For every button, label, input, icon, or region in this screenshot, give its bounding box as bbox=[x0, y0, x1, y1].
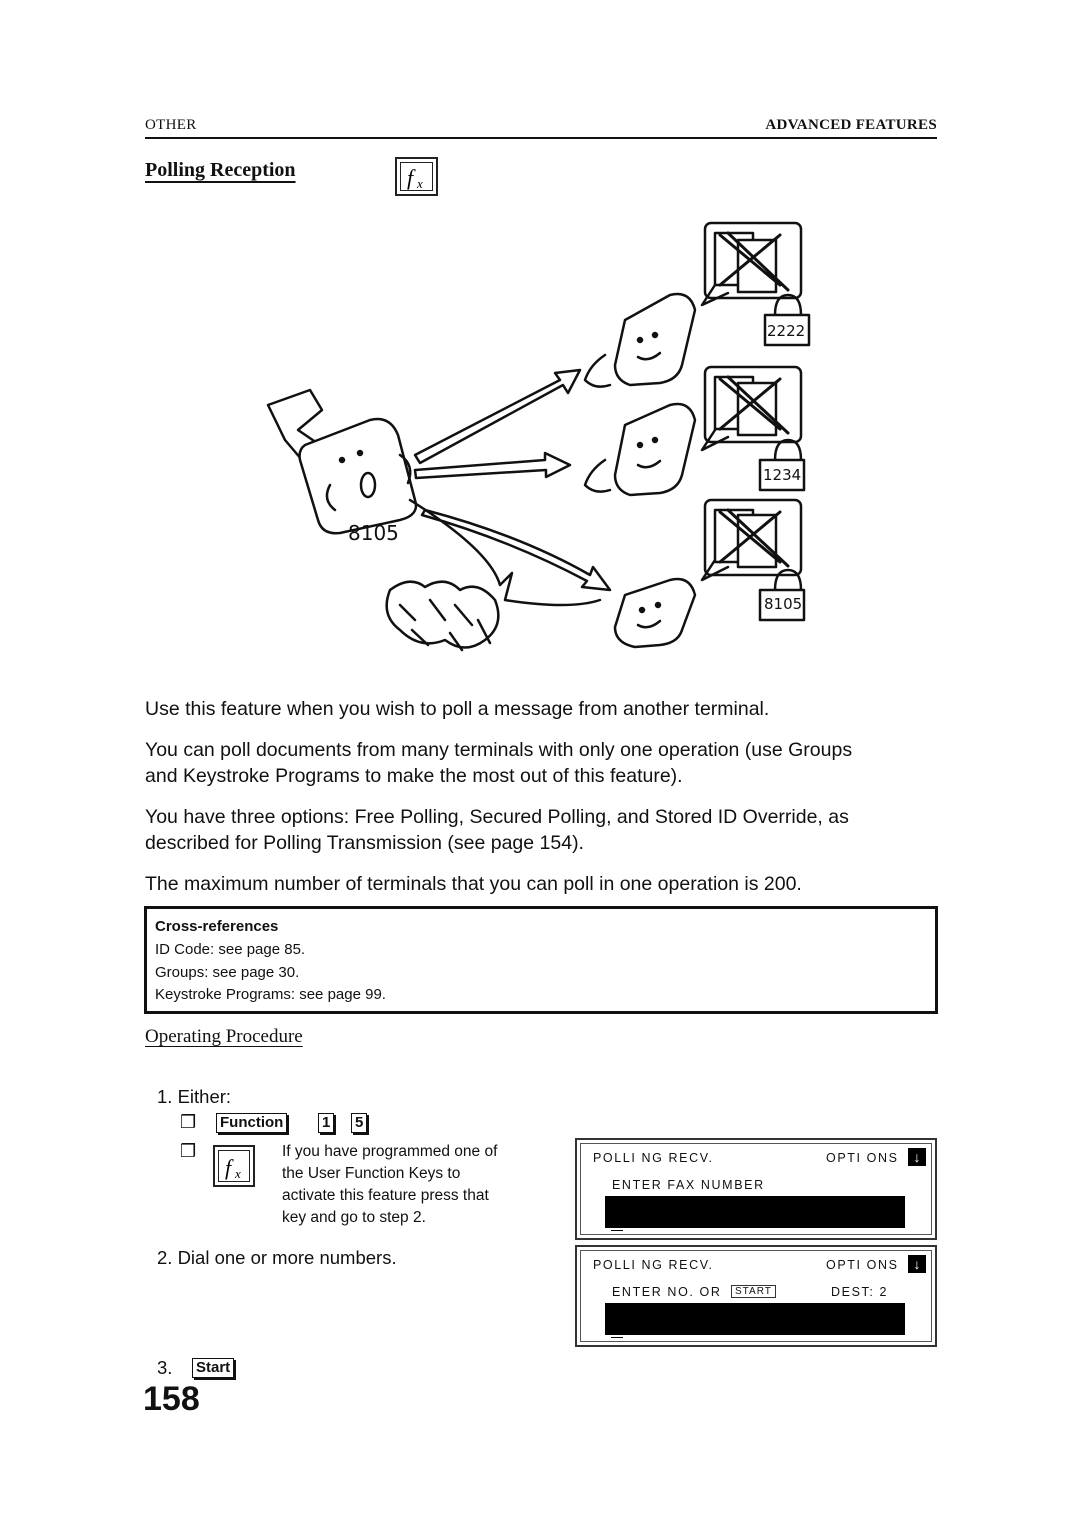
lcd-cursor bbox=[611, 1230, 623, 1231]
paragraph-groups-line2: and Keystroke Programs to make the most … bbox=[145, 765, 683, 787]
operating-procedure-title: Operating Procedure bbox=[145, 1026, 303, 1047]
lcd-input-area bbox=[605, 1303, 905, 1335]
header-rule bbox=[145, 137, 937, 139]
illustration-label-2222: 2222 bbox=[767, 322, 805, 340]
paragraph-groups-line1: You can poll documents from many termina… bbox=[145, 739, 853, 761]
lcd-input-area bbox=[605, 1196, 905, 1228]
cross-references-box: Cross-references ID Code: see page 85. G… bbox=[144, 906, 938, 1014]
note-line: key and go to step 2. bbox=[282, 1209, 426, 1226]
user-function-key-icon: f x bbox=[213, 1145, 255, 1187]
lcd-mode-label: POLLI NG RECV. bbox=[593, 1151, 714, 1165]
illustration-sender-number: 8105 bbox=[348, 521, 399, 545]
lcd-display-enter-fax-number: POLLI NG RECV. OPTI ONS ↓ ENTER FAX NUMB… bbox=[575, 1138, 937, 1240]
lcd-cursor bbox=[611, 1337, 623, 1338]
start-key: Start bbox=[192, 1358, 235, 1378]
svg-text:f: f bbox=[407, 165, 416, 190]
header-chapter-label: ADVANCED FEATURES bbox=[765, 117, 937, 133]
step-1-label: 1. Either: bbox=[157, 1086, 232, 1107]
paragraph-options-line1: You have three options: Free Polling, Se… bbox=[145, 806, 849, 828]
lcd-options-label: OPTI ONS bbox=[826, 1258, 899, 1272]
section-title: Polling Reception bbox=[145, 159, 296, 181]
cross-reference-item: Keystroke Programs: see page 99. bbox=[155, 986, 386, 1003]
function-key: Function bbox=[216, 1113, 288, 1133]
user-function-note: If you have programmed one of the User F… bbox=[282, 1141, 497, 1229]
lcd-start-key: START bbox=[731, 1285, 776, 1298]
svg-text:x: x bbox=[416, 176, 423, 191]
note-line: the User Function Keys to bbox=[282, 1165, 461, 1182]
lcd-destination-count: DEST: 2 bbox=[831, 1285, 889, 1299]
number-key-1: 1 bbox=[318, 1113, 335, 1133]
polling-illustration: 2222 1234 8105 8105 bbox=[266, 221, 811, 652]
step-2-label: 2. Dial one or more numbers. bbox=[157, 1247, 397, 1268]
note-line: If you have programmed one of bbox=[282, 1143, 498, 1160]
lcd-options-label: OPTI ONS bbox=[826, 1151, 899, 1165]
down-arrow-icon: ↓ bbox=[908, 1148, 926, 1166]
lcd-display-enter-number: POLLI NG RECV. OPTI ONS ↓ ENTER NO. OR S… bbox=[575, 1245, 937, 1347]
number-key-5: 5 bbox=[351, 1113, 368, 1133]
cross-reference-item: Groups: see page 30. bbox=[155, 964, 300, 981]
lcd-mode-label: POLLI NG RECV. bbox=[593, 1258, 714, 1272]
note-line: activate this feature press that bbox=[282, 1187, 489, 1204]
paragraph-intro: Use this feature when you wish to poll a… bbox=[145, 698, 770, 720]
cross-references-title: Cross-references bbox=[155, 918, 279, 935]
illustration-label-1234: 1234 bbox=[763, 466, 801, 484]
function-key-icon: f x bbox=[395, 157, 438, 196]
bullet-icon: ❒ bbox=[180, 1141, 197, 1161]
lcd-prompt: ENTER NO. OR bbox=[612, 1285, 722, 1299]
paragraph-maximum: The maximum number of terminals that you… bbox=[145, 873, 802, 895]
lcd-prompt: ENTER FAX NUMBER bbox=[612, 1178, 765, 1192]
down-arrow-icon: ↓ bbox=[908, 1255, 926, 1273]
cross-reference-item: ID Code: see page 85. bbox=[155, 941, 306, 958]
illustration-label-8105: 8105 bbox=[764, 595, 802, 613]
svg-text:x: x bbox=[234, 1166, 241, 1181]
svg-text:f: f bbox=[225, 1155, 234, 1180]
page-number: 158 bbox=[143, 1380, 200, 1418]
header-section-label: OTHER bbox=[145, 117, 197, 133]
paragraph-options-line2: described for Polling Transmission (see … bbox=[145, 832, 584, 854]
bullet-icon: ❒ bbox=[180, 1112, 197, 1132]
step-3-label: 3. bbox=[157, 1357, 173, 1378]
